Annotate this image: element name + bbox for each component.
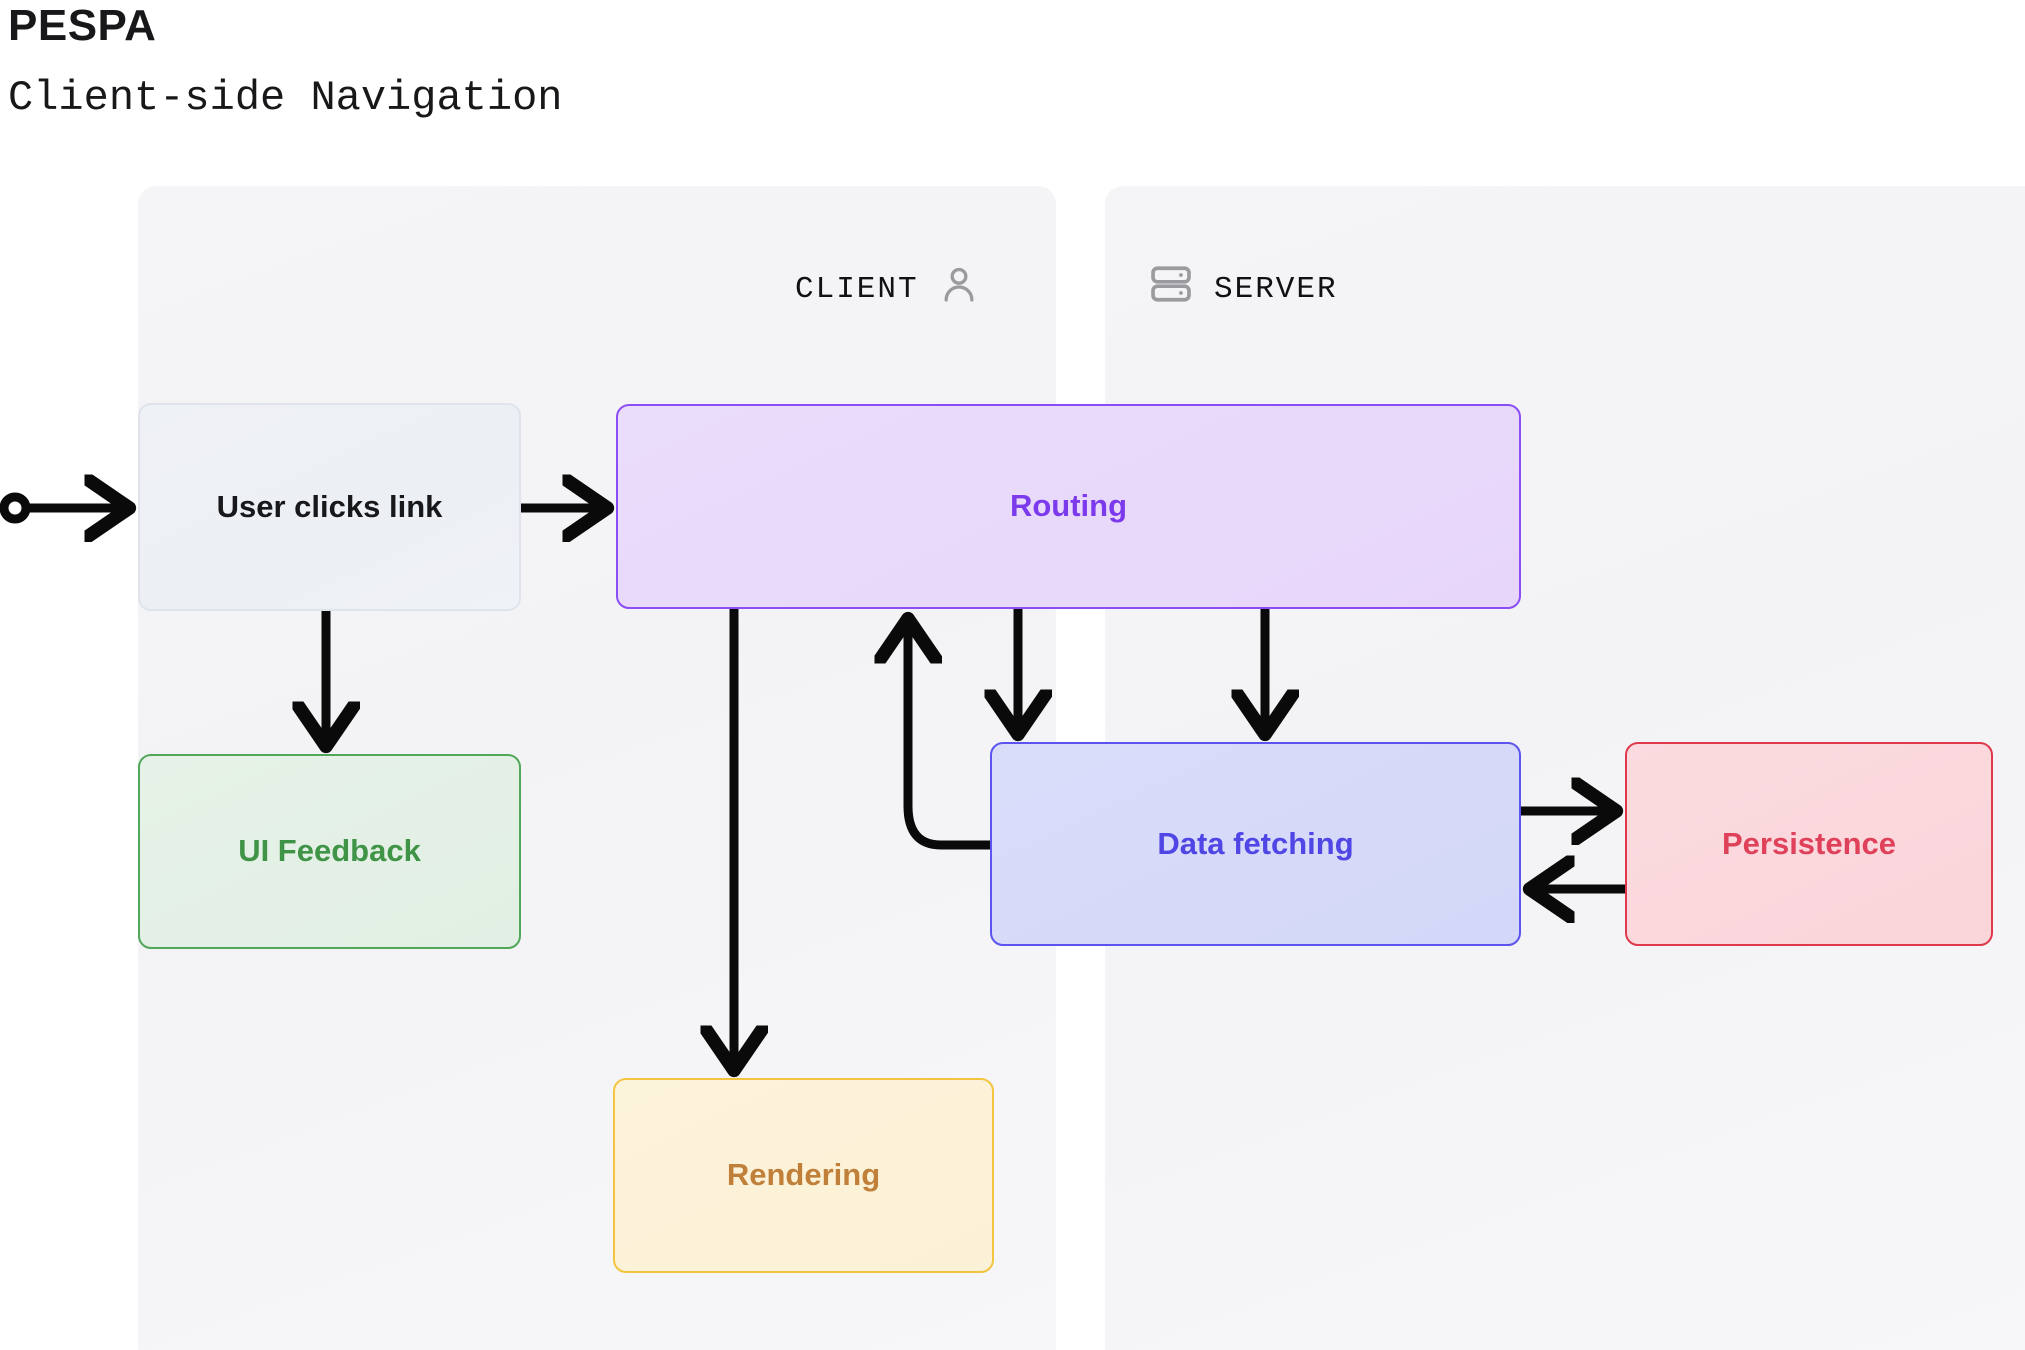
node-data-fetching[interactable]: Data fetching: [990, 742, 1521, 946]
lane-label-server-text: SERVER: [1214, 271, 1338, 307]
lane-label-server: SERVER: [1148, 262, 1338, 316]
node-rendering[interactable]: Rendering: [613, 1078, 994, 1273]
server-icon: [1148, 262, 1194, 316]
user-icon: [939, 262, 979, 316]
node-user-clicks-link-label: User clicks link: [216, 488, 443, 524]
node-user-clicks-link[interactable]: User clicks link: [138, 403, 521, 611]
node-rendering-label: Rendering: [726, 1157, 881, 1193]
start-node: [0, 492, 31, 524]
node-ui-feedback[interactable]: UI Feedback: [138, 754, 521, 949]
node-data-fetching-label: Data fetching: [1157, 825, 1354, 861]
node-routing-label: Routing: [1009, 488, 1128, 524]
node-routing[interactable]: Routing: [616, 404, 1521, 609]
page-subtitle: Client-side Navigation: [8, 74, 563, 122]
lane-label-client-text: CLIENT: [795, 271, 919, 307]
page-title: PESPA: [8, 1, 157, 50]
node-ui-feedback-label: UI Feedback: [238, 833, 421, 869]
node-persistence-label: Persistence: [1721, 825, 1897, 861]
lane-label-client: CLIENT: [795, 262, 979, 316]
node-persistence[interactable]: Persistence: [1625, 742, 1993, 946]
